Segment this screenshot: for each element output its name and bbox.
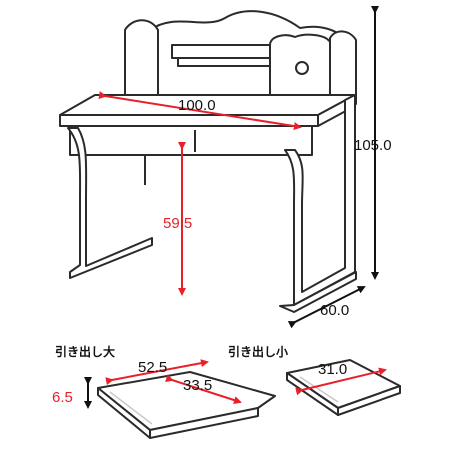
small-drawer-width-value: 31.0 bbox=[318, 361, 347, 378]
knee-height-value: 59.5 bbox=[163, 215, 192, 232]
large-drawer-outer-width-arrow bbox=[105, 359, 209, 386]
large-drawer-outer-width-value: 52.5 bbox=[138, 359, 167, 376]
small-drawer-dimensions bbox=[295, 367, 387, 396]
large-drawer-inner-edge bbox=[109, 391, 153, 425]
large-drawer-height-value: 6.5 bbox=[52, 389, 73, 406]
width-dimension-arrow bbox=[98, 91, 302, 131]
large-drawer-inner-width-arrow bbox=[165, 374, 242, 404]
desk-drawing bbox=[59, 10, 357, 313]
large-drawer-inner-width-value: 33.5 bbox=[183, 377, 212, 394]
large-drawer-side bbox=[149, 407, 259, 439]
hutch-drawer-knob bbox=[295, 61, 309, 75]
right-leg-panel bbox=[284, 94, 356, 306]
desk-apron bbox=[69, 125, 313, 156]
large-drawer-label: 引き出し大 bbox=[55, 344, 115, 359]
large-drawer-dimensions bbox=[84, 359, 242, 409]
width-value: 100.0 bbox=[178, 97, 216, 114]
depth-value: 60.0 bbox=[320, 302, 349, 319]
dimension-lines bbox=[98, 6, 379, 329]
depth-dimension-arrow bbox=[287, 286, 366, 329]
small-drawer-width-arrow bbox=[295, 367, 387, 396]
left-leg-panel bbox=[67, 127, 153, 279]
hutch-right-side bbox=[329, 30, 357, 105]
hutch-left-side bbox=[124, 19, 159, 96]
small-drawer-label: 引き出し小 bbox=[228, 344, 288, 359]
height-value: 105.0 bbox=[354, 137, 392, 154]
